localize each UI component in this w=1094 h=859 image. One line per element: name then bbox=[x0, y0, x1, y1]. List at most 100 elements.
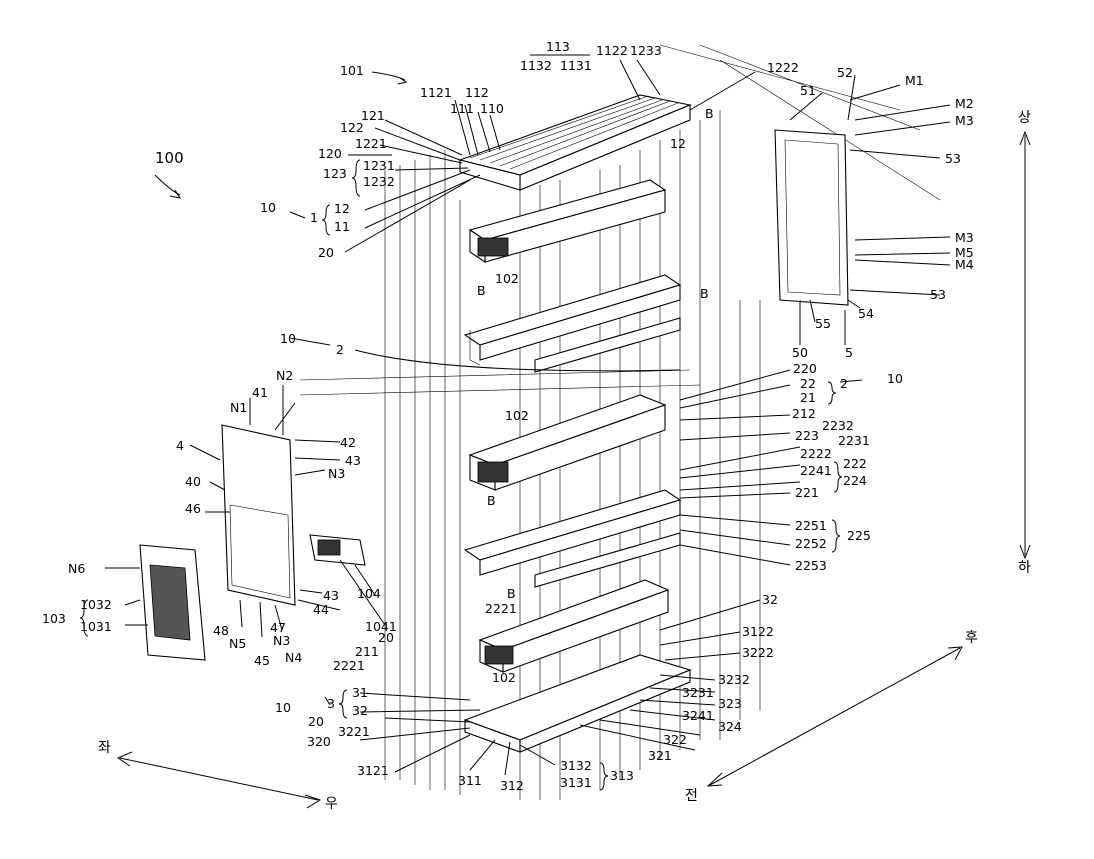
label-4: 4 bbox=[176, 438, 184, 453]
label-5: 5 bbox=[845, 345, 853, 360]
label-212: 212 bbox=[792, 406, 816, 421]
label-1131: 1131 bbox=[560, 58, 592, 73]
label-44: 44 bbox=[313, 602, 329, 617]
direction-rear-label: 후 bbox=[965, 630, 978, 646]
label-11: 11 bbox=[334, 219, 350, 234]
label-1032: 1032 bbox=[80, 597, 112, 612]
label-M2: M2 bbox=[955, 96, 974, 111]
label-1221: 1221 bbox=[355, 136, 387, 151]
label-2241: 2241 bbox=[800, 463, 832, 478]
direction-down-label: 하 bbox=[1018, 560, 1031, 576]
label-102-mid: 102 bbox=[505, 408, 529, 423]
label-324: 324 bbox=[718, 719, 742, 734]
label-32-bottom: 32 bbox=[352, 703, 368, 718]
label-3232: 3232 bbox=[718, 672, 750, 687]
label-2232: 2232 bbox=[822, 418, 854, 433]
lower-rail-2 bbox=[465, 490, 680, 587]
label-52: 52 bbox=[837, 65, 853, 80]
label-2221-a: 2221 bbox=[485, 601, 517, 616]
label-N3-top: N3 bbox=[328, 466, 345, 481]
top-tray-101 bbox=[460, 95, 690, 262]
label-20-top: 20 bbox=[318, 245, 334, 260]
label-3241: 3241 bbox=[682, 708, 714, 723]
label-223: 223 bbox=[795, 428, 819, 443]
label-B-5: B bbox=[507, 586, 516, 601]
label-312: 312 bbox=[500, 778, 524, 793]
label-1: 1 bbox=[310, 210, 318, 225]
label-3222: 3222 bbox=[742, 645, 774, 660]
label-45: 45 bbox=[254, 653, 270, 668]
label-110: 110 bbox=[480, 101, 504, 116]
label-221: 221 bbox=[795, 485, 819, 500]
label-10-bottom: 10 bbox=[275, 700, 291, 715]
label-41: 41 bbox=[252, 385, 268, 400]
label-B-4: B bbox=[487, 493, 496, 508]
label-40: 40 bbox=[185, 474, 201, 489]
label-1232: 1232 bbox=[363, 174, 395, 189]
label-46: 46 bbox=[185, 501, 201, 516]
label-102-top: 102 bbox=[495, 271, 519, 286]
label-12-top: 12 bbox=[670, 136, 686, 151]
label-1233: 1233 bbox=[630, 43, 662, 58]
middle-rail-2 bbox=[465, 275, 680, 372]
label-10-mid: 10 bbox=[280, 331, 296, 346]
label-M4: M4 bbox=[955, 257, 974, 272]
front-plate-4 bbox=[222, 425, 295, 605]
label-B-top: B bbox=[705, 106, 714, 121]
label-42: 42 bbox=[340, 435, 356, 450]
label-54: 54 bbox=[858, 306, 874, 321]
left-right-arrow-line bbox=[120, 758, 318, 800]
label-3122: 3122 bbox=[742, 624, 774, 639]
label-1031: 1031 bbox=[80, 619, 112, 634]
label-101: 101 bbox=[340, 63, 364, 78]
label-N3-bottom: N3 bbox=[273, 633, 290, 648]
label-M3-top: M3 bbox=[955, 113, 974, 128]
label-320: 320 bbox=[307, 734, 331, 749]
tray-arrowhead bbox=[398, 78, 406, 84]
label-47: 47 bbox=[270, 620, 286, 635]
label-22: 22 bbox=[800, 376, 816, 391]
label-321: 321 bbox=[648, 748, 672, 763]
label-31: 31 bbox=[352, 685, 368, 700]
label-220: 220 bbox=[793, 361, 817, 376]
label-N4: N4 bbox=[285, 650, 302, 665]
label-3131: 3131 bbox=[560, 775, 592, 790]
label-2-right: 2 bbox=[840, 376, 848, 391]
label-48: 48 bbox=[213, 623, 229, 638]
label-2231: 2231 bbox=[838, 433, 870, 448]
label-112: 112 bbox=[465, 85, 489, 100]
label-B-2: B bbox=[477, 283, 486, 298]
label-113: 113 bbox=[546, 39, 570, 54]
label-M3-bottom: M3 bbox=[955, 230, 974, 245]
label-3231: 3231 bbox=[682, 685, 714, 700]
label-323: 323 bbox=[718, 696, 742, 711]
label-2251: 2251 bbox=[795, 518, 827, 533]
label-51: 51 bbox=[800, 83, 816, 98]
label-10-top: 10 bbox=[260, 200, 276, 215]
label-43-bottom: 43 bbox=[323, 588, 339, 603]
label-N6: N6 bbox=[68, 561, 85, 576]
label-111: 111 bbox=[450, 101, 474, 116]
label-55: 55 bbox=[815, 316, 831, 331]
label-1132: 1132 bbox=[520, 58, 552, 73]
label-224: 224 bbox=[843, 473, 867, 488]
label-211: 211 bbox=[355, 644, 379, 659]
label-3221: 3221 bbox=[338, 724, 370, 739]
label-20-bottom: 20 bbox=[308, 714, 324, 729]
label-1231: 1231 bbox=[363, 158, 395, 173]
rear-plate-5 bbox=[775, 130, 848, 305]
label-102-bottom: 102 bbox=[492, 670, 516, 685]
direction-up-label: 상 bbox=[1018, 110, 1031, 126]
label-21: 21 bbox=[800, 390, 816, 405]
label-10-right: 10 bbox=[887, 371, 903, 386]
label-N1: N1 bbox=[230, 400, 247, 415]
label-B-3: B bbox=[700, 286, 709, 301]
label-1121: 1121 bbox=[420, 85, 452, 100]
connector-104 bbox=[310, 535, 365, 565]
direction-front-label: 전 bbox=[685, 788, 698, 804]
direction-left-label: 좌 bbox=[98, 740, 111, 756]
label-1222: 1222 bbox=[767, 60, 799, 75]
left-right-arrowheads bbox=[118, 752, 320, 808]
front-rear-arrow-line bbox=[710, 648, 960, 785]
